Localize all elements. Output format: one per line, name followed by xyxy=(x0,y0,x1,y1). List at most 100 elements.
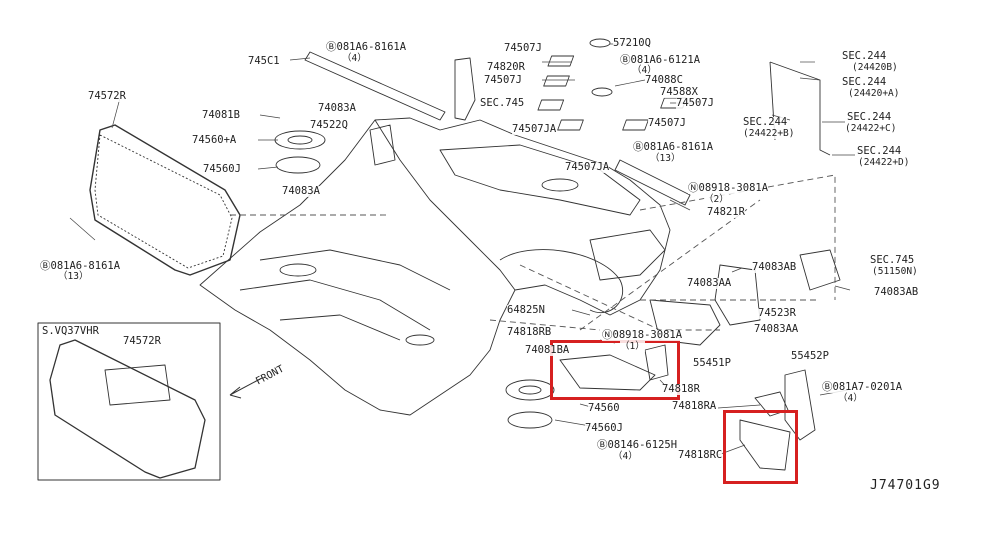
label-74818r: 74818R xyxy=(662,383,700,395)
inset-frame xyxy=(37,322,221,481)
label-sec745-top: SEC.745 xyxy=(480,97,525,109)
trim-74818r xyxy=(644,344,669,381)
brace-bar xyxy=(304,51,446,121)
label-sec244-4-sub: (24422+C) xyxy=(845,123,897,134)
wheel-well xyxy=(499,249,624,314)
label-74572r-inset: 74572R xyxy=(123,335,161,347)
pad-4 xyxy=(557,119,584,131)
battery-bracket xyxy=(769,61,831,156)
label-sec244-2: SEC.244 xyxy=(842,76,887,88)
label-sec244-3-sub: (24422+B) xyxy=(743,128,795,139)
trim-74818rc xyxy=(739,419,791,471)
bracket-74083a xyxy=(369,124,396,166)
label-b081a6-8161a-mid: Ⓑ081A6-8161A xyxy=(633,141,714,153)
label-74522q: 74522Q xyxy=(310,119,348,131)
label-sec244-5: SEC.244 xyxy=(857,145,902,157)
label-74507j-4: 74507J xyxy=(648,117,686,129)
bracket-74083ab xyxy=(799,249,841,291)
label-74560a: 74560+A xyxy=(192,134,237,146)
highlight-box-74818rb xyxy=(550,340,680,400)
label-b081a6-8161a-left: Ⓑ081A6-8161A xyxy=(40,260,121,272)
pad-2 xyxy=(543,75,570,87)
label-sec244-1: SEC.244 xyxy=(842,50,887,62)
speaker-74560a xyxy=(274,130,326,150)
label-74083a-2: 74083A xyxy=(282,185,320,197)
gasket-74560j-1 xyxy=(275,156,321,174)
label-b081a6-8161a-top: Ⓑ081A6-8161A xyxy=(326,41,407,53)
label-sec244-4: SEC.244 xyxy=(847,111,892,123)
label-55451p: 55451P xyxy=(693,357,731,369)
tunnel-ridge xyxy=(374,119,516,291)
label-74523r: 74523R xyxy=(758,307,796,319)
label-74821r: 74821R xyxy=(707,206,745,218)
label-74507j-2: 74507J xyxy=(484,74,522,86)
grommet-57210q xyxy=(589,38,611,48)
label-74083ab-2: 74083AB xyxy=(874,286,919,298)
floor-hole-2 xyxy=(405,334,435,346)
label-57210q: 57210Q xyxy=(613,37,651,49)
label-74507ja-2: 74507JA xyxy=(565,161,610,173)
label-74818rb: 74818RB xyxy=(507,326,552,338)
label-74083aa-2: 74083AA xyxy=(754,323,799,335)
label-sec244-2-sub: (24420+A) xyxy=(848,88,900,99)
label-b081a6-8161a-top-qty: （4） xyxy=(342,53,367,64)
label-745c1: 745C1 xyxy=(248,55,280,67)
label-74507j-1: 74507J xyxy=(504,42,542,54)
label-74560: 74560 xyxy=(588,402,620,414)
label-b081a6-6121a: Ⓑ081A6-6121A xyxy=(620,54,701,66)
pad-1 xyxy=(547,55,575,67)
label-74572r: 74572R xyxy=(88,90,126,102)
label-b08146-6125h: Ⓑ08146-6125H xyxy=(597,439,678,451)
highlight-box-74818rc xyxy=(723,410,798,484)
label-74507ja-1: 74507JA xyxy=(512,123,557,135)
floor-hole-1 xyxy=(279,263,317,277)
pad-3 xyxy=(537,99,565,111)
rear-seat-pan xyxy=(439,144,641,216)
insulator-74572r-inset xyxy=(49,339,206,479)
label-74081ba: 74081BA xyxy=(525,344,570,356)
floor-hole-3 xyxy=(541,178,579,192)
label-b081a7-0201a: Ⓑ081A7-0201A xyxy=(822,381,903,393)
front-arrow xyxy=(229,377,263,399)
pad-6 xyxy=(622,119,649,131)
rear-crossmember xyxy=(589,229,666,281)
label-n08918-3081a-top: Ⓝ08918-3081A xyxy=(688,182,769,194)
label-74088c: 74088C xyxy=(645,74,683,86)
label-74818ra: 74818RA xyxy=(672,400,717,412)
label-74588x: 74588X xyxy=(660,86,698,98)
label-74560j-1: 74560J xyxy=(203,163,241,175)
brace-74820r xyxy=(454,57,476,121)
grommet-74588x xyxy=(591,87,613,97)
floor-rib-2 xyxy=(239,279,431,331)
label-sec745-right: SEC.745 xyxy=(870,254,915,266)
label-74083aa-1: 74083AA xyxy=(687,277,732,289)
label-b081a6-8161a-left-qty: （13） xyxy=(58,271,89,282)
bracket-74523r xyxy=(714,264,761,326)
inset-title: S.VQ37VHR xyxy=(42,325,99,337)
trim-74818rb xyxy=(559,354,656,391)
label-74081b: 74081B xyxy=(202,109,240,121)
insulator-74572r xyxy=(89,124,241,276)
floor-rib-1 xyxy=(259,249,451,291)
label-sec244-1-sub: (24420B) xyxy=(852,62,898,73)
label-64825n: 64825N xyxy=(507,304,545,316)
label-74083ab-1: 74083AB xyxy=(752,261,797,273)
gasket-74560j-2 xyxy=(507,411,553,429)
label-sec244-5-sub: (24422+D) xyxy=(858,157,910,168)
label-74083a-1: 74083A xyxy=(318,102,356,114)
label-b081a6-6121a-qty: （4） xyxy=(632,65,657,76)
label-b081a7-0201a-qty: （4） xyxy=(838,393,863,404)
diagram-code: J74701G9 xyxy=(870,478,941,493)
speaker-74560 xyxy=(505,379,555,401)
label-74560j-2: 74560J xyxy=(585,422,623,434)
label-sec745-right-sub: (51150N) xyxy=(872,266,918,277)
label-n08918-3081a-top-qty: （2） xyxy=(704,194,729,205)
floor-rib-3 xyxy=(279,314,401,341)
label-74818rc: 74818RC xyxy=(678,449,723,461)
label-74507j-3: 74507J xyxy=(676,97,714,109)
label-n08918-3081a-mid-qty: （1） xyxy=(620,341,645,352)
label-b081a6-8161a-mid-qty: （13） xyxy=(650,153,681,164)
label-sec244-3: SEC.244 xyxy=(743,116,788,128)
label-55452p: 55452P xyxy=(791,350,829,362)
